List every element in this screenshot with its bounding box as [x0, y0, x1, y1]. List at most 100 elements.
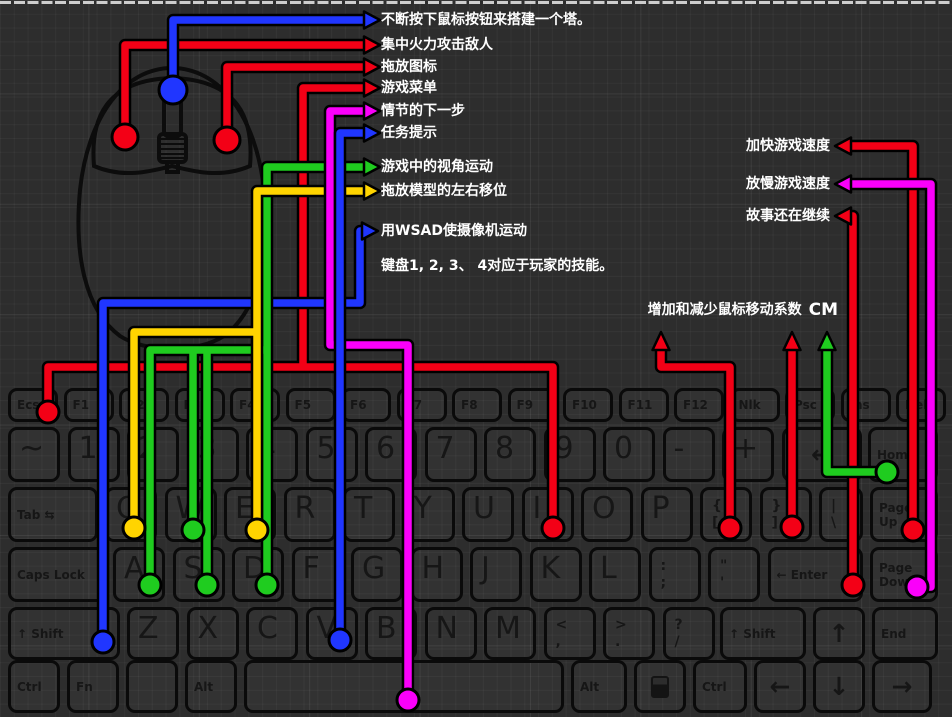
key-caps-lock: Caps Lock	[8, 547, 108, 602]
key-page-down: Page Down	[870, 547, 938, 602]
key-ctrl-right: Ctrl	[693, 660, 747, 713]
key-alt-right: Alt	[571, 660, 627, 713]
key-i: I	[521, 487, 574, 542]
key-f10: F10	[563, 388, 613, 422]
key-quote: "'	[708, 547, 760, 602]
wire-wheel-to-build-tower	[157, 10, 382, 106]
key-tab: Tab ⇆	[8, 487, 98, 542]
key-h: H	[410, 547, 463, 602]
key-home: Home	[868, 427, 938, 482]
key-f4: F4	[230, 388, 280, 422]
key-arrow-down: ↓	[813, 660, 865, 713]
key-del: Del	[896, 388, 946, 422]
key-t: T	[343, 487, 395, 542]
key-b: B	[365, 607, 417, 660]
key-f5: F5	[285, 388, 336, 422]
key-c: C	[246, 607, 298, 660]
key-bracket-right: }]	[759, 487, 812, 542]
callout-story-continues: 故事还在继续	[746, 208, 830, 224]
key-f2: F2	[119, 388, 169, 422]
callout-drag-icons: 拖放图标	[381, 59, 437, 75]
key-f1: F1	[63, 388, 114, 422]
key-l: L	[589, 547, 641, 602]
key-minus: -	[662, 427, 715, 482]
key-psc: Psc	[785, 388, 835, 422]
callout-build-tower: 不断按下鼠标按钮来搭建一个塔。	[381, 12, 591, 28]
callout-speed-up: 加快游戏速度	[746, 138, 830, 154]
key-7: 7	[424, 427, 477, 482]
mouse-wheel-stem	[165, 160, 180, 174]
mouse-body-outline	[76, 65, 268, 351]
wire-left-button-to-focus-fire	[110, 35, 382, 152]
key-s: S	[172, 547, 225, 602]
note-skill-keys: 键盘1, 2, 3、 4对应于玩家的技能。	[381, 258, 614, 274]
key-nlk: Nlk	[729, 388, 780, 422]
key-4: 4	[246, 427, 298, 482]
key-d: D	[232, 547, 284, 602]
key-end: End	[872, 607, 938, 660]
callout-view-movement: 游戏中的视角运动	[381, 159, 493, 175]
key-slash: ?/	[662, 607, 715, 660]
key-2: 2	[127, 427, 179, 482]
key-z: Z	[127, 607, 179, 660]
callout-plot-next-step: 情节的下一步	[381, 103, 465, 119]
key-ins: Ins	[840, 388, 891, 422]
key-f7: F7	[396, 388, 447, 422]
menu-icon	[651, 675, 669, 698]
key-a: A	[113, 547, 165, 602]
key-menu	[634, 660, 686, 713]
key-j: J	[470, 547, 522, 602]
mouse-wheel-slot	[162, 95, 183, 139]
wire-right-button-to-drag-icons	[212, 57, 382, 155]
key-m: M	[484, 607, 536, 660]
callout-slow-down: 放慢游戏速度	[746, 176, 830, 192]
key-arrow-right: →	[872, 660, 932, 713]
callout-mouse-coefficient: 增加和减少鼠标移动系数 CM	[648, 301, 838, 319]
key-0: 0	[603, 427, 655, 482]
key-u: U	[462, 487, 514, 542]
key-backspace: ←	[781, 427, 862, 482]
key-f8: F8	[452, 388, 502, 422]
mouse-wheel	[157, 132, 188, 164]
grid-top-line	[0, 1, 952, 4]
mouse-diagram	[76, 65, 268, 351]
key-f3: F3	[174, 388, 225, 422]
key-q: Q	[105, 487, 157, 542]
key-backslash: |\	[819, 487, 863, 542]
key-1: 1	[67, 427, 120, 482]
callout-wsad-camera: 用WSAD使摄像机运动	[381, 223, 527, 239]
key-o: O	[581, 487, 633, 542]
key-3: 3	[186, 427, 239, 482]
key-p: P	[640, 487, 693, 542]
key-k: K	[529, 547, 582, 602]
key-shift-right: ↑ Shift	[720, 607, 806, 660]
key-bracket-left: {[	[700, 487, 752, 542]
key-f6: F6	[341, 388, 391, 422]
key-period: >.	[603, 607, 655, 660]
key-ctrl-left: Ctrl	[8, 660, 60, 713]
callout-game-menu: 游戏菜单	[381, 80, 437, 96]
cm-text: 增加和减少鼠标移动系数	[647, 302, 802, 318]
key-blank	[126, 660, 178, 713]
key-v: V	[305, 607, 358, 660]
key-6: 6	[365, 427, 417, 482]
key-8: 8	[484, 427, 536, 482]
callout-task-hints: 任务提示	[381, 125, 437, 141]
callout-focus-fire: 集中火力攻击敌人	[381, 37, 493, 53]
key-5: 5	[305, 427, 358, 482]
key-arrow-up: ↑	[813, 607, 865, 660]
key-f12: F12	[674, 388, 724, 422]
key-plus: +	[722, 427, 774, 482]
key-g: G	[351, 547, 403, 602]
key-x: X	[186, 607, 239, 660]
mouse-button-plate	[91, 75, 253, 176]
key-tilde: ~	[8, 427, 60, 482]
key-fn: Fn	[67, 660, 119, 713]
callout-model-shift: 拖放模型的左右移位	[381, 183, 507, 199]
key-arrow-left: ←	[754, 660, 806, 713]
key-e: E	[224, 487, 276, 542]
key-page-up: Page Up	[870, 487, 938, 542]
cm-code: CM	[808, 300, 838, 320]
key-f: F	[291, 547, 344, 602]
